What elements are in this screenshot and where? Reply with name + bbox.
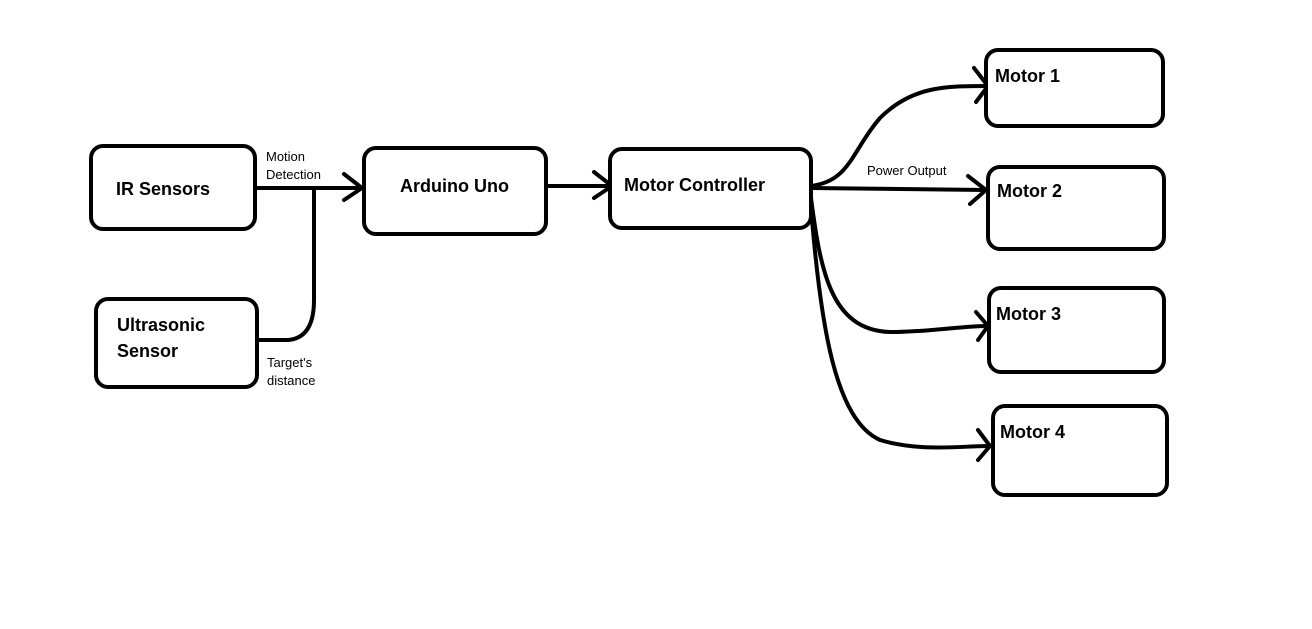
ir-sensors-label: IR Sensors bbox=[116, 179, 211, 199]
edge-controller-to-motor4 bbox=[808, 192, 992, 450]
ir-sensors-box bbox=[89, 144, 257, 231]
motor-2-label: Motor 2 bbox=[997, 181, 1062, 201]
motor-controller-label: Motor Controller bbox=[624, 175, 765, 195]
target-distance-label-line1: Target's bbox=[267, 355, 313, 370]
motor-3-box bbox=[987, 286, 1166, 374]
ultrasonic-sensor-box bbox=[94, 297, 259, 389]
power-output-label: Power Output bbox=[867, 163, 947, 178]
edge-ultrasonic-merge bbox=[256, 186, 316, 342]
edge-controller-to-motor2 bbox=[808, 186, 988, 192]
motor-1-box bbox=[984, 48, 1165, 128]
motor-3-label: Motor 3 bbox=[996, 304, 1061, 324]
motor-2-box bbox=[986, 165, 1166, 251]
motor-4-label: Motor 4 bbox=[1000, 422, 1065, 442]
motor-controller-box bbox=[608, 147, 813, 230]
motor-1-label: Motor 1 bbox=[995, 66, 1060, 86]
ultrasonic-label-line2: Sensor bbox=[117, 341, 179, 361]
ultrasonic-label-line1: Ultrasonic bbox=[117, 315, 206, 335]
motion-detection-label-line2: Detection bbox=[266, 167, 321, 182]
motor-4-box bbox=[991, 404, 1169, 497]
arrowhead-motor4 bbox=[976, 428, 992, 462]
arduino-uno-label: Arduino Uno bbox=[400, 176, 509, 196]
edge-controller-to-motor1 bbox=[808, 84, 990, 188]
target-distance-label-line2: distance bbox=[267, 373, 316, 388]
arduino-uno-box bbox=[362, 146, 548, 236]
edge-controller-to-motor3 bbox=[808, 188, 990, 334]
motion-detection-label-line1: Motion bbox=[266, 149, 306, 164]
